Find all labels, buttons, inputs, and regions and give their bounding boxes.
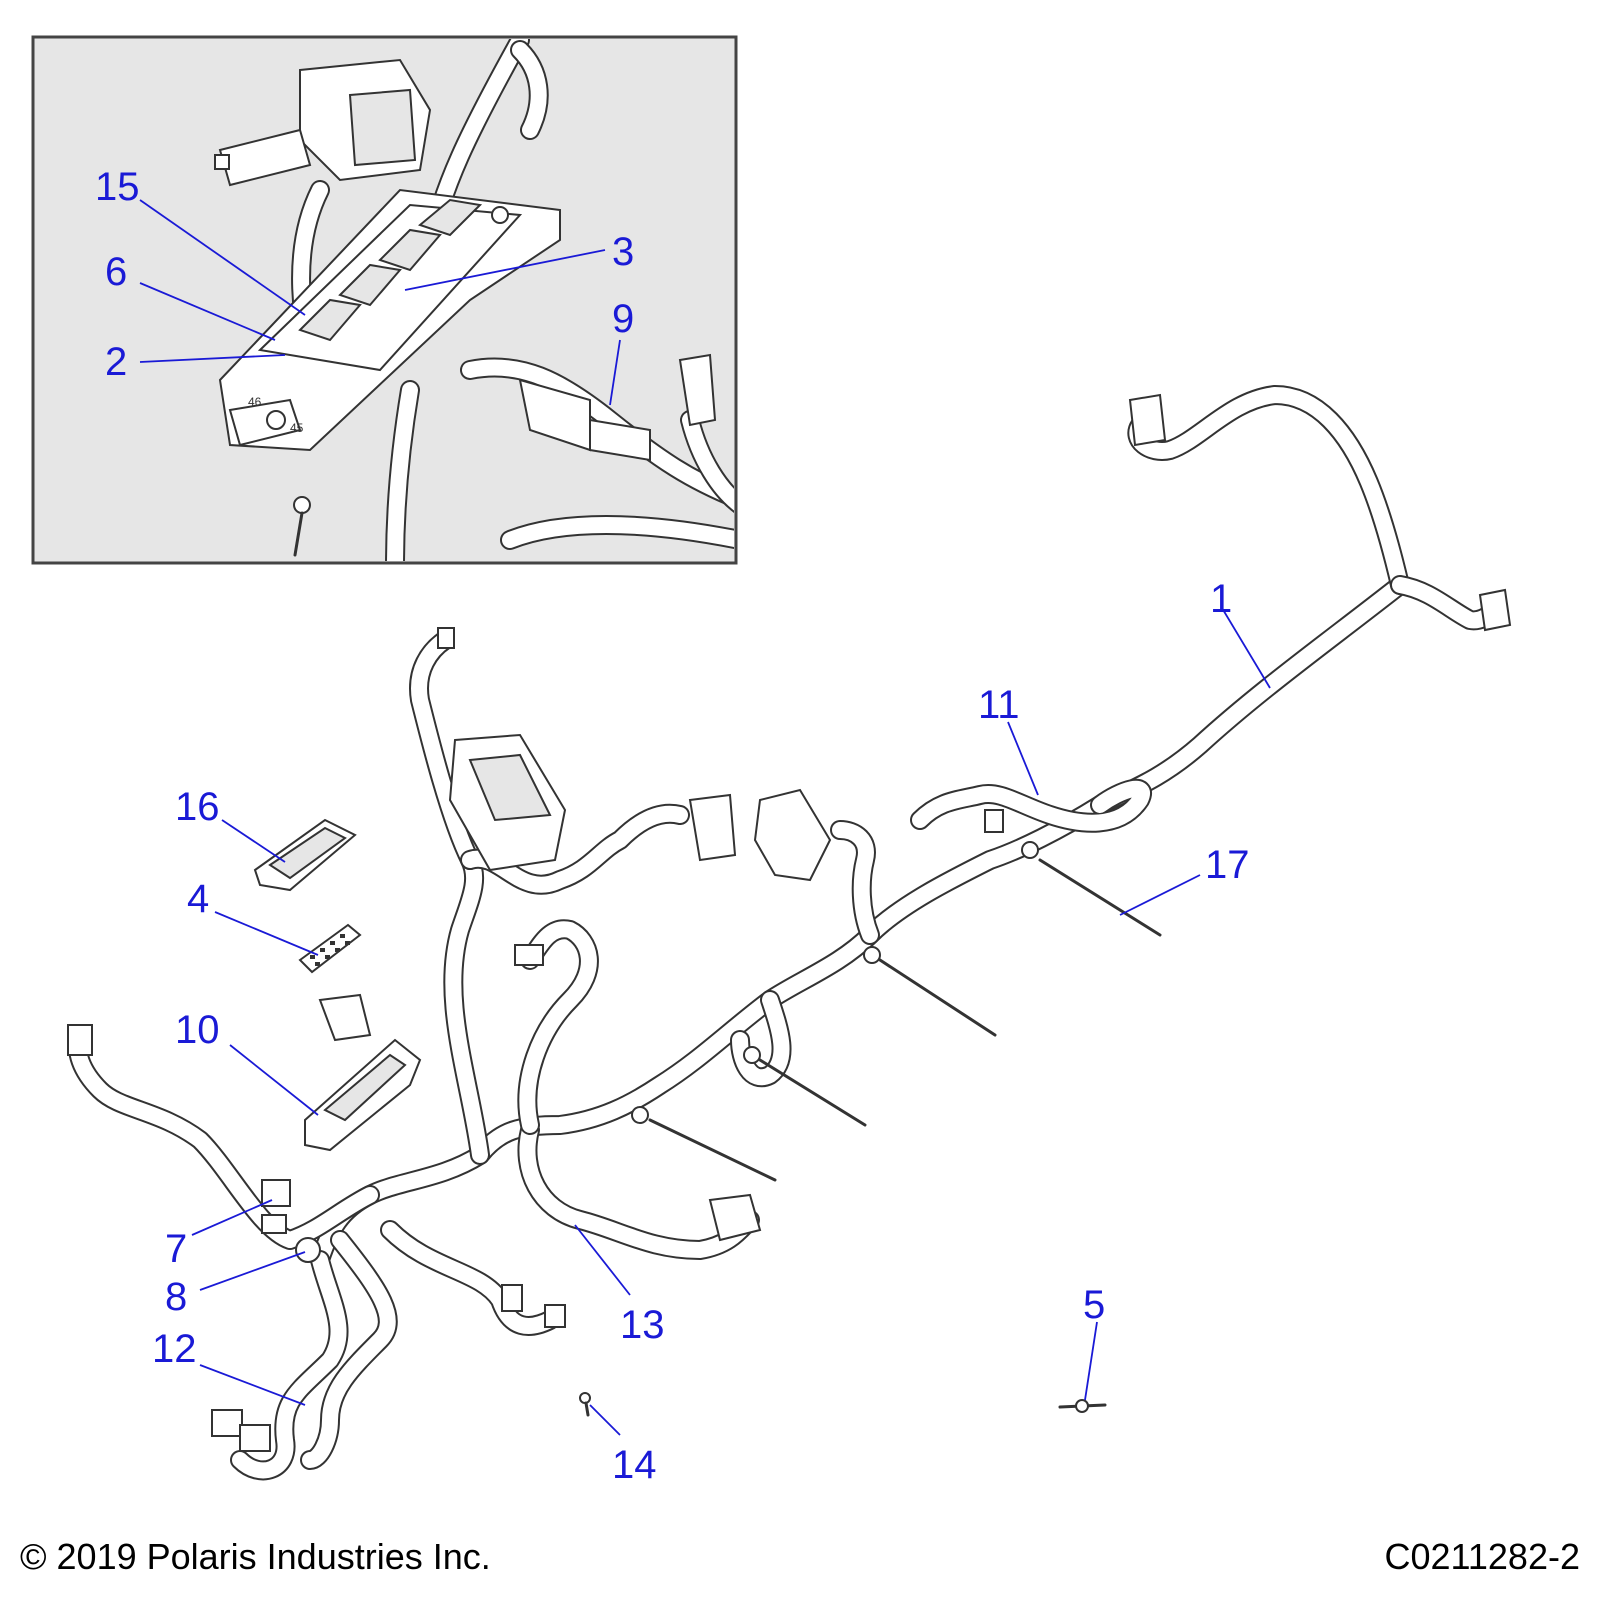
top-left-connector (437, 627, 455, 649)
main-harness-drawing: 1 11 17 16 4 10 7 8 12 13 14 5 (67, 385, 1512, 1487)
inset-detail-panel: 46 45 15 6 2 3 9 (31, 35, 738, 565)
middle-connector (514, 944, 544, 966)
harness-connector-13 (708, 1193, 762, 1242)
callout-11: 11 (978, 683, 1020, 727)
far-left-connector (67, 1024, 93, 1056)
lower-connector (501, 1284, 566, 1328)
leader-14 (589, 1404, 621, 1436)
main-fuse-relay-box (304, 993, 422, 1152)
callout-4: 4 (187, 877, 209, 921)
leader-7 (191, 1199, 273, 1236)
cable-tie-a (863, 946, 997, 1037)
callout-1: 1 (1210, 577, 1232, 621)
leader-11 (1007, 721, 1039, 796)
callout-8: 8 (165, 1275, 187, 1319)
callout-2: 2 (105, 340, 127, 384)
leader-6 (139, 282, 276, 341)
main-relay-connector-top (688, 793, 737, 862)
cluster-connector (753, 788, 832, 882)
callout-16: 16 (175, 785, 220, 829)
inset-mark-45: 45 (290, 421, 304, 435)
callout-10: 10 (175, 1008, 220, 1052)
leader-2 (139, 354, 286, 363)
push-rivet-14 (579, 1392, 591, 1417)
connector-8 (295, 1237, 321, 1263)
callout-7: 7 (165, 1227, 187, 1271)
callout-6: 6 (105, 250, 127, 294)
inset-fuse-relay-box: 46 45 (218, 188, 561, 452)
callout-12: 12 (152, 1327, 197, 1371)
inset-mark-46: 46 (248, 395, 262, 409)
callout-17: 17 (1205, 843, 1250, 887)
leader-1 (1221, 607, 1271, 689)
cable-tie-c (631, 1106, 777, 1182)
lower-left-connectors (211, 1409, 271, 1452)
fuse-cover-16 (253, 818, 357, 892)
callout-9: 9 (612, 297, 634, 341)
leader-3 (404, 249, 606, 291)
inset-ecu-connector (214, 58, 432, 187)
loop-connector-11 (984, 809, 1004, 833)
callout-3: 3 (612, 230, 634, 274)
inset-ring-terminal (293, 496, 311, 557)
right-end-connector (1478, 588, 1512, 632)
top-right-connector (1128, 393, 1167, 447)
leader-5 (1084, 1321, 1098, 1401)
main-ecu-module (448, 733, 567, 872)
callout-14: 14 (612, 1443, 657, 1487)
leader-15 (139, 199, 306, 316)
copyright-notice: © 2019 Polaris Industries Inc. (20, 1536, 491, 1577)
cable-tie-b (743, 1046, 867, 1127)
cable-tie-17 (1021, 841, 1162, 937)
connector-7 (261, 1179, 291, 1234)
label-sheet-4 (298, 923, 362, 974)
leader-4 (214, 911, 319, 956)
leader-9 (609, 339, 621, 406)
fastener-5 (1058, 1399, 1107, 1413)
inset-small-connector (678, 353, 717, 427)
callout-13: 13 (620, 1303, 665, 1347)
leader-16 (221, 819, 286, 863)
leader-17 (1119, 874, 1201, 916)
callout-5: 5 (1083, 1283, 1105, 1327)
leader-10 (229, 1044, 319, 1116)
callout-15: 15 (95, 165, 140, 209)
leader-13 (574, 1224, 631, 1296)
leader-12 (199, 1364, 306, 1406)
document-id: C0211282-2 (1384, 1536, 1581, 1577)
leader-8 (199, 1251, 306, 1291)
inset-fuse-holder (518, 378, 651, 462)
